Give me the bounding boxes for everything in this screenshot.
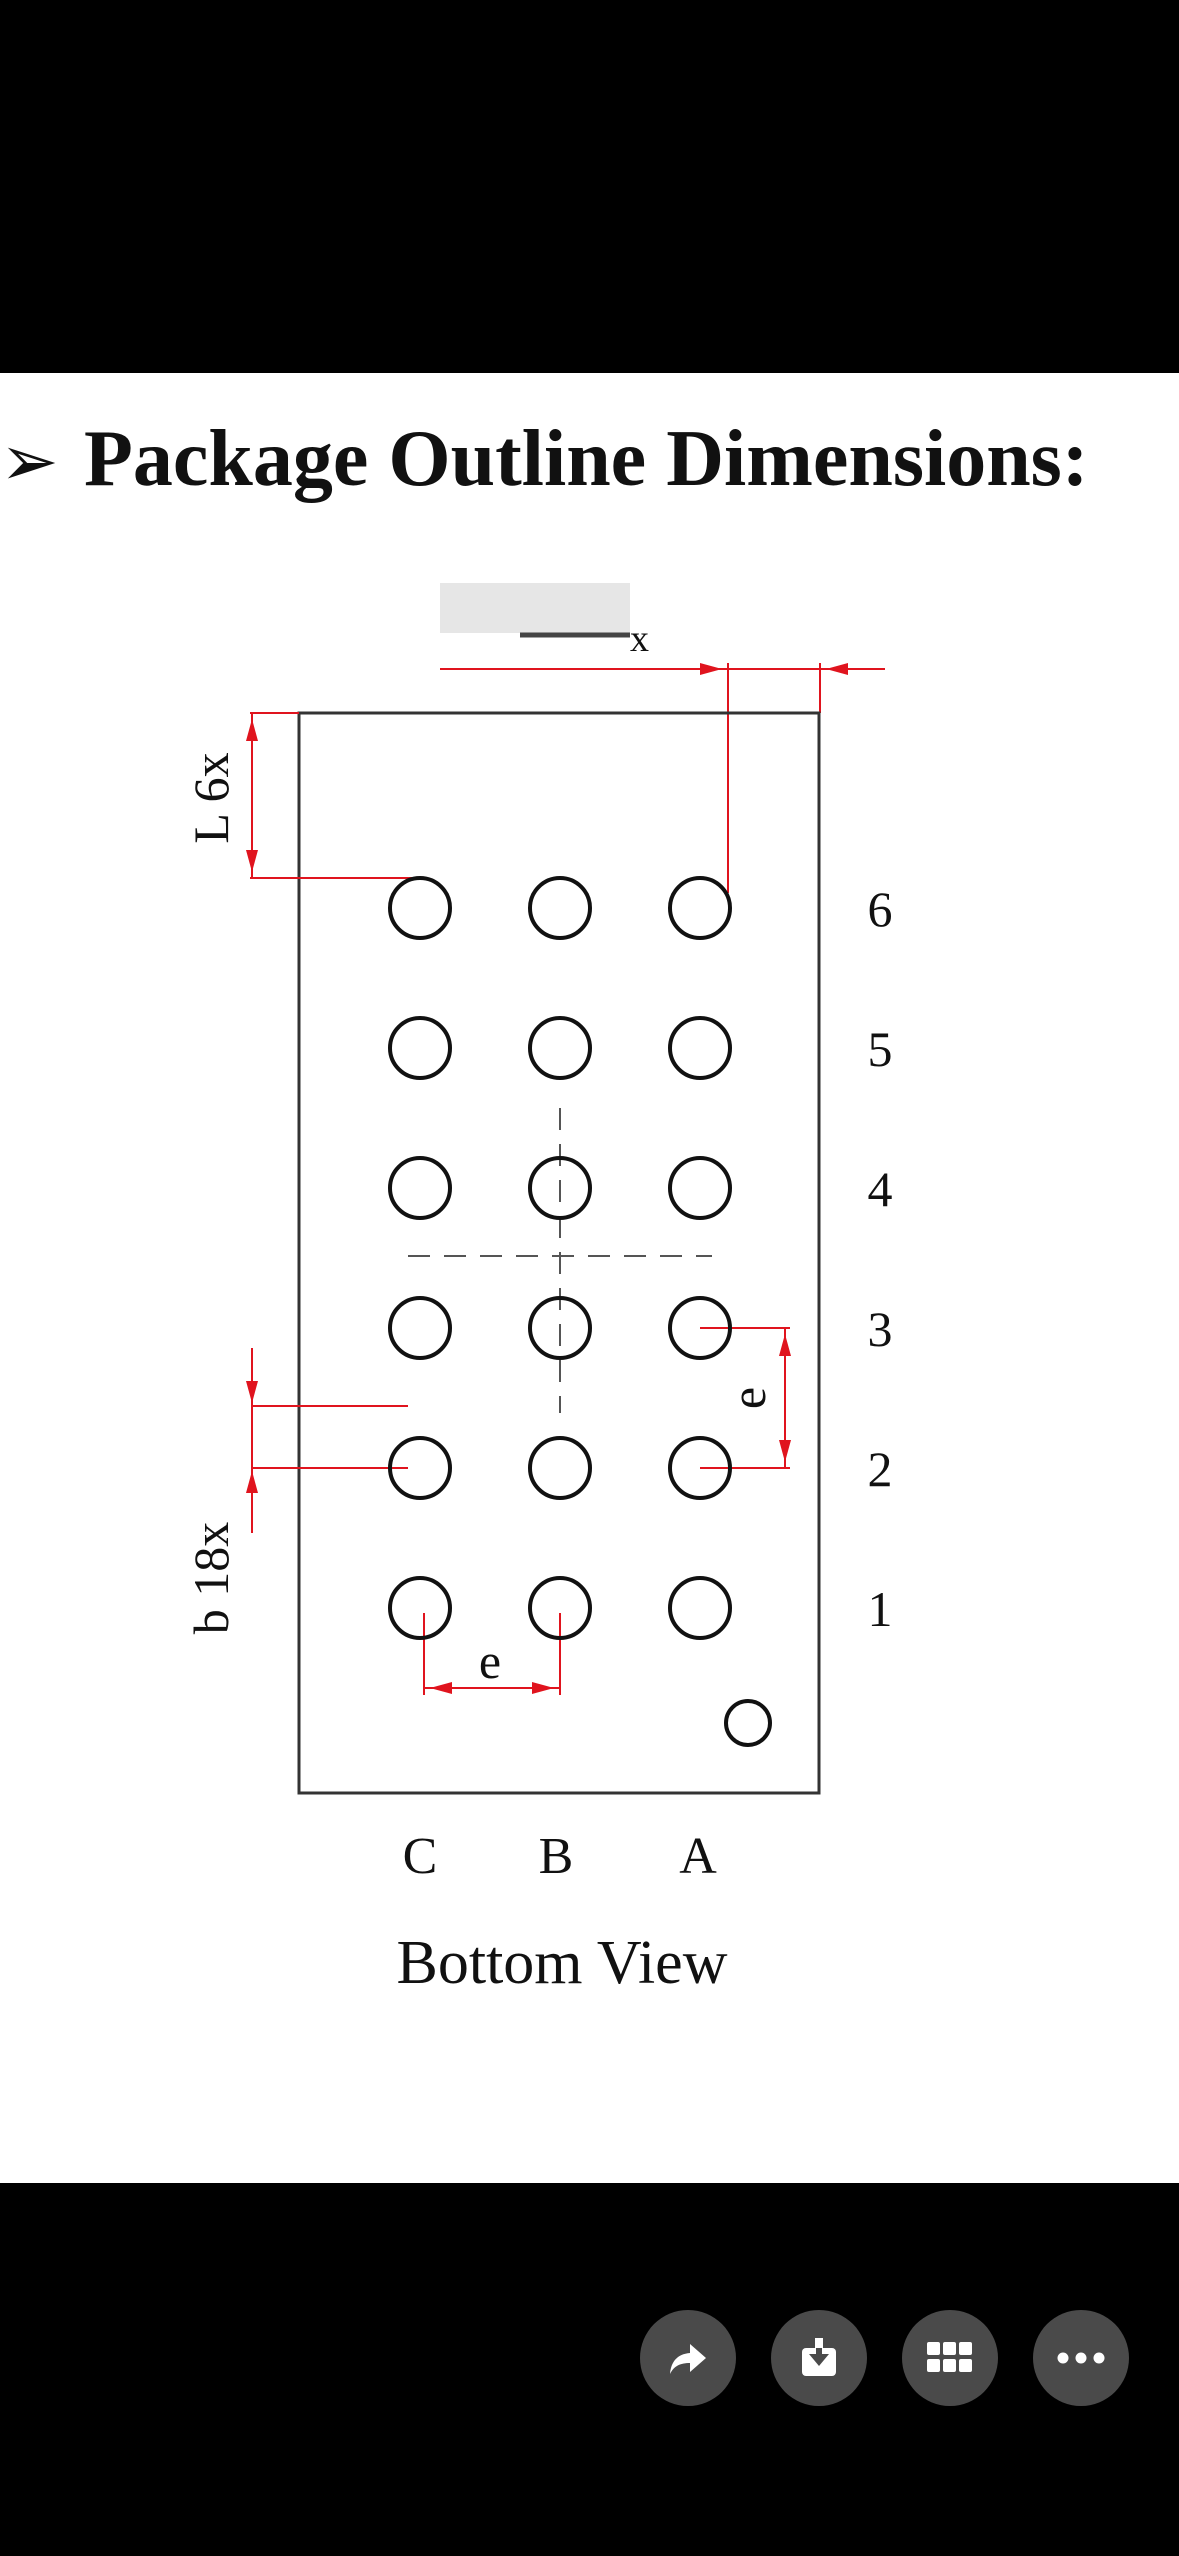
row-label-5: 5 (868, 1021, 893, 1077)
row-label-1: 1 (868, 1581, 893, 1637)
download-icon (802, 2338, 836, 2376)
l-dim-label: L 6x (183, 752, 239, 843)
heading-bullet: ➢ (0, 420, 59, 502)
row-label-3: 3 (868, 1301, 893, 1357)
download-button[interactable] (771, 2310, 867, 2406)
share-icon (670, 2344, 706, 2374)
top-dim-arrow-right (826, 663, 848, 675)
ball-b6 (528, 876, 592, 940)
ball-c5 (388, 1016, 452, 1080)
e-horiz-arrow-left (430, 1682, 452, 1694)
ball-c1 (388, 1576, 452, 1640)
grid-view-button[interactable] (902, 2310, 998, 2406)
ball-c4 (388, 1156, 452, 1220)
pin1-marker (724, 1699, 772, 1747)
e-vert-arrow-top (779, 1334, 791, 1356)
column-label-a: A (679, 1828, 717, 1885)
ball-a4 (668, 1156, 732, 1220)
b-dim-arrow-top (246, 1381, 258, 1403)
top-dim-label: x (630, 618, 649, 660)
ball-grid (388, 876, 772, 1747)
pitch-label-vertical: e (720, 1387, 776, 1409)
more-icon (1057, 2352, 1105, 2364)
column-label-c: C (403, 1828, 438, 1885)
blurred-region (440, 583, 630, 633)
ball-a1 (668, 1576, 732, 1640)
b-dim-arrow-bottom (246, 1471, 258, 1493)
l-dim-arrow-bottom (246, 850, 258, 872)
column-label-b: B (539, 1828, 574, 1885)
diagram-caption: Bottom View (397, 1929, 728, 1997)
ball-c2 (388, 1436, 452, 1500)
package-outline-diagram: ➢ Package Outline Dimensions: x L 6x b 1… (0, 415, 1088, 1997)
ball-a6 (668, 876, 732, 940)
viewer-toolbar (0, 2183, 1179, 2556)
ball-b2 (528, 1436, 592, 1500)
document-page: ➢ Package Outline Dimensions: x L 6x b 1… (0, 373, 1179, 2183)
l-dim-arrow-top (246, 719, 258, 741)
ball-b4 (528, 1156, 592, 1220)
ball-c3 (388, 1296, 452, 1360)
page-title: Package Outline Dimensions: (84, 415, 1088, 503)
b-dim-label: b 18x (183, 1522, 239, 1635)
share-button[interactable] (640, 2310, 736, 2406)
e-horiz-arrow-right (532, 1682, 554, 1694)
ball-b1 (528, 1576, 592, 1640)
more-options-button[interactable] (1033, 2310, 1129, 2406)
ball-c6 (388, 876, 452, 940)
row-label-4: 4 (868, 1161, 893, 1217)
row-label-6: 6 (868, 881, 893, 937)
ball-b3 (528, 1296, 592, 1360)
row-label-2: 2 (868, 1441, 893, 1497)
grid-icon (927, 2342, 972, 2372)
pitch-label-horizontal: e (479, 1633, 501, 1689)
ball-a2 (668, 1436, 732, 1500)
ball-b5 (528, 1016, 592, 1080)
ball-a5 (668, 1016, 732, 1080)
top-dim-arrow-left (700, 663, 722, 675)
package-body (297, 711, 821, 1795)
e-vert-arrow-bottom (779, 1440, 791, 1462)
ball-a3 (668, 1296, 732, 1360)
